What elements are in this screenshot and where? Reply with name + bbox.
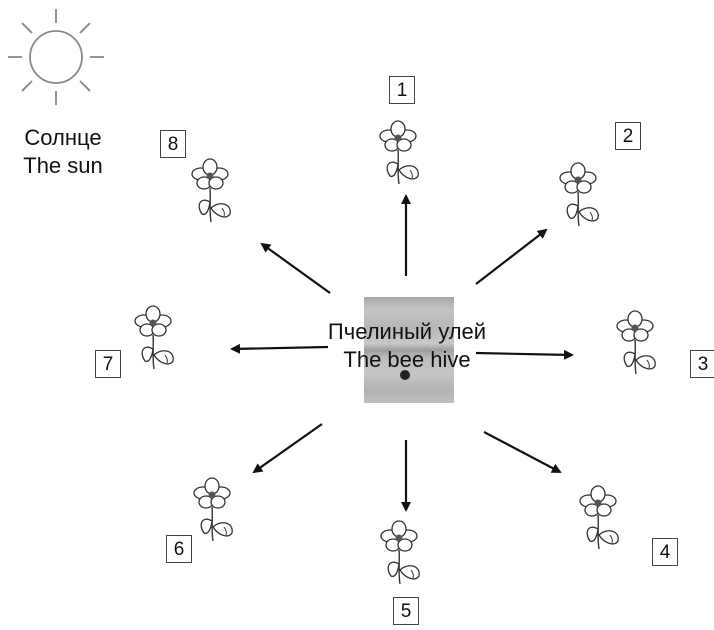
flower-8-icon [191,158,231,223]
flower-3-icon [616,310,656,375]
flower-number-1: 1 [389,76,415,104]
flower-number-2: 2 [615,122,641,150]
flower-number-5: 5 [393,597,419,625]
flower-5-icon [380,520,420,585]
flower-number-4: 4 [652,538,678,566]
flower-number-8: 8 [160,130,186,158]
arrow-to-flower-8 [260,242,331,294]
flower-4-icon [579,485,619,550]
arrow-to-flower-6 [252,423,323,474]
flower-number-7: 7 [95,350,121,378]
flower-7-icon [134,305,174,370]
flower-number-3: 3 [690,350,714,378]
sun-ray [79,22,91,34]
sun-label: Солнце The sun [0,124,126,180]
sun-ray [79,80,91,92]
sun-icon [8,9,104,105]
arrow-to-flower-3 [475,349,574,360]
sun-ray [21,80,33,92]
flower-1-icon [379,120,419,185]
flower-6-icon [193,477,233,542]
arrow-to-flower-7 [230,343,329,354]
hive-entrance-icon [400,370,410,380]
sun-label-ru: Солнце [24,125,102,150]
arrow-to-flower-4 [483,431,562,473]
arrows [230,194,574,512]
hive-label-en: The bee hive [343,347,471,372]
sun-ray [21,22,33,34]
bee-hive [364,297,454,403]
hive-label: Пчелиный улей The bee hive [294,318,520,374]
arrow-to-flower-2 [475,228,548,285]
hive-label-ru: Пчелиный улей [327,319,487,344]
flower-number-6: 6 [166,535,192,563]
sun-label-en: The sun [23,153,103,178]
flower-2-icon [559,162,599,227]
